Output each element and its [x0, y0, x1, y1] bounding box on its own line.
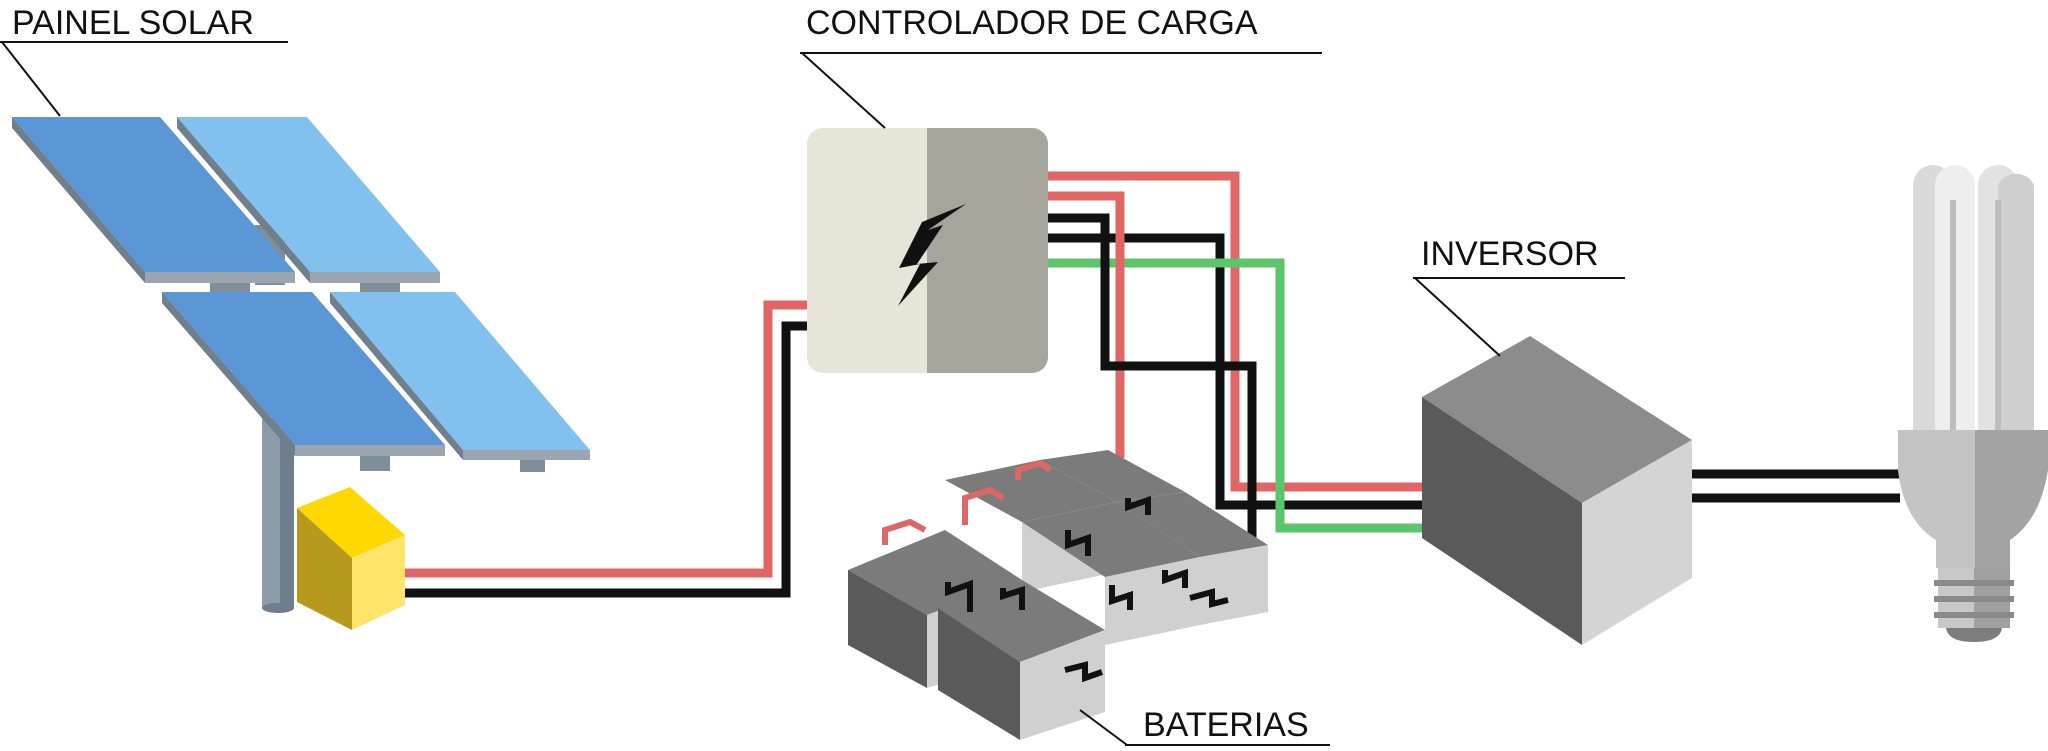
solar-panel-module [12, 117, 295, 272]
label-solar-panel: PAINEL SOLAR [0, 4, 288, 117]
inverter-left-face [1422, 397, 1582, 645]
wire-panel-positive [405, 300, 808, 578]
charge-controller [807, 128, 1048, 373]
wire-controller-inverter-negative [1048, 233, 1458, 510]
wire-controller-battery-negative [1048, 213, 1257, 540]
label-batteries-text: BATERIAS [1143, 706, 1309, 744]
inverter-right-face [1582, 440, 1692, 645]
label-charge-controller-text: CONTROLADOR DE CARGA [806, 4, 1258, 42]
cfl-lamp-icon [1898, 165, 2048, 642]
label-solar-panel-text: PAINEL SOLAR [12, 4, 254, 42]
wires [405, 171, 1900, 598]
controller-right-half [927, 128, 1048, 373]
label-inverter-text: INVERSOR [1421, 235, 1599, 273]
wire-controller-inverter-ac [1048, 258, 1458, 533]
label-batteries: BATERIAS [1079, 706, 1330, 746]
wire-panel-negative [405, 321, 808, 598]
inverter [1422, 336, 1692, 645]
junction-box [297, 487, 405, 630]
solar-panel-module [330, 292, 590, 450]
panel-pole-shade [280, 418, 294, 608]
solar-panel-array [12, 117, 590, 630]
wire-controller-inverter-positive [1048, 171, 1458, 492]
battery-bank [848, 450, 1268, 740]
panel-bracket [360, 455, 390, 471]
solar-panel-module [162, 292, 445, 445]
battery-terminals [882, 459, 1229, 683]
solar-panel-module [177, 117, 440, 272]
panel-pole-base [262, 603, 294, 613]
lightning-bolt-icon [898, 204, 966, 306]
label-charge-controller: CONTROLADOR DE CARGA [800, 4, 1322, 129]
label-inverter: INVERSOR [1413, 235, 1625, 357]
wire-controller-battery-positive [1048, 191, 1125, 458]
inverter-top [1422, 336, 1692, 503]
panel-bracket [520, 458, 545, 472]
